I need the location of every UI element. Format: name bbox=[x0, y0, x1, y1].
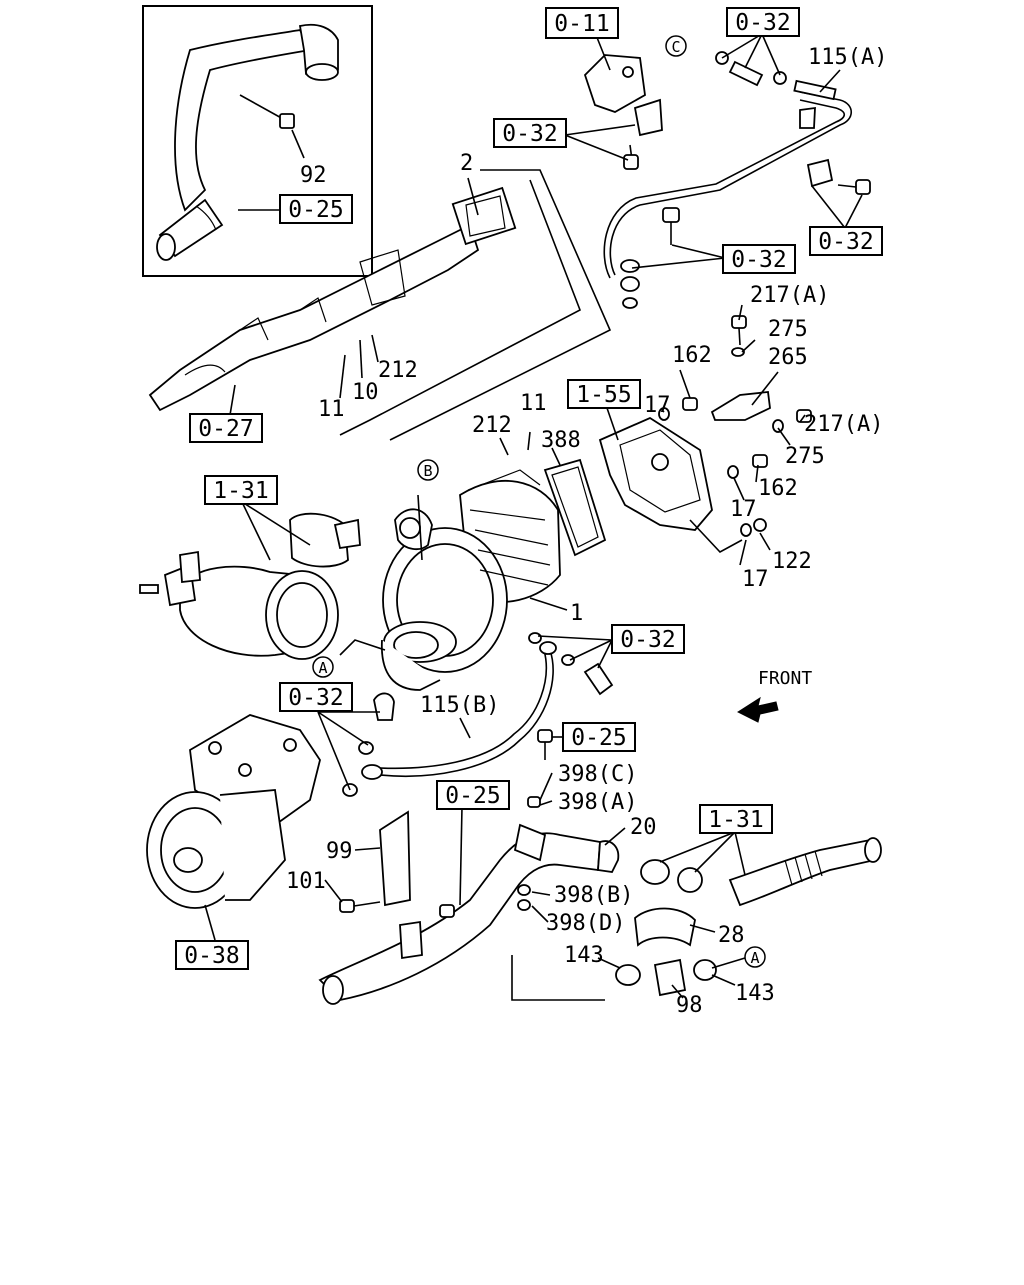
ref-box-1-31-right-text: 1-31 bbox=[708, 807, 763, 833]
ref-box-0-25-low[interactable]: 0-25 bbox=[436, 780, 510, 810]
label-115b: 115(B) bbox=[420, 693, 499, 718]
turbocharger bbox=[381, 469, 561, 691]
marker-c-text: C bbox=[671, 38, 680, 56]
marker-a-left: A bbox=[312, 656, 334, 678]
ref-box-0-32-left-text: 0-32 bbox=[502, 121, 557, 147]
ref-box-0-25-inset-text: 0-25 bbox=[288, 197, 343, 223]
ref-box-0-32-center-text: 0-32 bbox=[620, 627, 675, 653]
label-212-top: 212 bbox=[378, 358, 418, 383]
ref-box-0-32-left[interactable]: 0-32 bbox=[493, 118, 567, 148]
label-2: 2 bbox=[460, 151, 473, 176]
label-398c: 398(C) bbox=[558, 762, 637, 787]
ref-box-1-55[interactable]: 1-55 bbox=[567, 379, 641, 409]
heat-shield bbox=[543, 315, 812, 557]
label-92: 92 bbox=[300, 163, 327, 188]
label-398d: 398(D) bbox=[546, 911, 625, 936]
label-275-top: 275 bbox=[768, 317, 808, 342]
ref-box-0-27[interactable]: 0-27 bbox=[189, 413, 263, 443]
ref-box-1-31-right[interactable]: 1-31 bbox=[699, 804, 773, 834]
label-10: 10 bbox=[352, 380, 379, 405]
ref-box-0-32-right[interactable]: 0-32 bbox=[809, 226, 883, 256]
ref-box-0-11[interactable]: 0-11 bbox=[545, 7, 619, 39]
label-11-mid: 11 bbox=[520, 391, 547, 416]
pipe-115a bbox=[583, 51, 871, 309]
front-label: FRONT bbox=[758, 668, 812, 689]
label-217a-top: 217(A) bbox=[750, 283, 829, 308]
label-1: 1 bbox=[570, 601, 583, 626]
label-99: 99 bbox=[326, 839, 353, 864]
label-265: 265 bbox=[768, 345, 808, 370]
ref-box-0-38[interactable]: 0-38 bbox=[175, 940, 249, 970]
label-101: 101 bbox=[286, 869, 326, 894]
label-398a: 398(A) bbox=[558, 790, 637, 815]
part-labels: 115(A) 92 2 217(A) 275 162 265 17 217(A)… bbox=[286, 45, 887, 1018]
ref-box-0-32-top[interactable]: 0-32 bbox=[726, 7, 800, 37]
marker-a-right: A bbox=[744, 946, 766, 968]
marker-c: C bbox=[665, 35, 687, 57]
inset-frame bbox=[142, 5, 373, 277]
label-20: 20 bbox=[630, 815, 657, 840]
label-217a-right: 217(A) bbox=[804, 412, 883, 437]
label-162-mid: 162 bbox=[758, 476, 798, 501]
marker-a-right-text: A bbox=[750, 949, 759, 967]
ref-box-0-25-low-text: 0-25 bbox=[445, 783, 500, 809]
label-17-mid: 17 bbox=[730, 497, 757, 522]
label-11-left: 11 bbox=[318, 397, 345, 422]
label-115a: 115(A) bbox=[808, 45, 887, 70]
label-143-right: 143 bbox=[735, 981, 775, 1006]
intake-pipe-left bbox=[139, 512, 361, 660]
ref-box-0-38-text: 0-38 bbox=[184, 943, 239, 969]
ref-box-0-32-top-text: 0-32 bbox=[735, 10, 790, 36]
label-17-top: 17 bbox=[644, 393, 671, 418]
ref-box-1-55-text: 1-55 bbox=[576, 382, 631, 408]
marker-a-left-text: A bbox=[318, 659, 327, 677]
ref-box-1-31-left[interactable]: 1-31 bbox=[204, 475, 278, 505]
ref-box-0-32-lower[interactable]: 0-32 bbox=[279, 682, 353, 712]
ref-box-0-11-text: 0-11 bbox=[554, 11, 609, 37]
label-98: 98 bbox=[676, 993, 703, 1018]
label-28: 28 bbox=[718, 923, 745, 948]
leader-lines bbox=[204, 33, 863, 999]
label-388: 388 bbox=[541, 428, 581, 453]
label-398b: 398(B) bbox=[554, 883, 633, 908]
marker-b: B bbox=[417, 459, 439, 481]
front-direction-arrow bbox=[736, 696, 779, 723]
ref-box-0-32-center[interactable]: 0-32 bbox=[611, 624, 685, 654]
label-143-left: 143 bbox=[564, 943, 604, 968]
label-212-mid: 212 bbox=[472, 413, 512, 438]
label-17-low: 17 bbox=[742, 567, 769, 592]
ref-box-0-25-inset[interactable]: 0-25 bbox=[279, 194, 353, 224]
ref-box-1-31-left-text: 1-31 bbox=[213, 478, 268, 504]
marker-b-text: B bbox=[423, 462, 432, 480]
label-122: 122 bbox=[772, 549, 812, 574]
ref-box-0-32-mid-text: 0-32 bbox=[731, 247, 786, 273]
ref-box-0-32-mid[interactable]: 0-32 bbox=[722, 244, 796, 274]
pipe-115b bbox=[342, 632, 614, 797]
ref-box-0-32-right-text: 0-32 bbox=[818, 229, 873, 255]
ref-box-0-25-mid-text: 0-25 bbox=[571, 725, 626, 751]
ref-box-0-32-lower-text: 0-32 bbox=[288, 685, 343, 711]
lower-pipes bbox=[318, 729, 882, 1005]
label-162-top: 162 bbox=[672, 343, 712, 368]
exhaust-manifold bbox=[148, 169, 612, 441]
air-compressor bbox=[146, 714, 321, 909]
label-275-right: 275 bbox=[785, 444, 825, 469]
ref-box-0-25-mid[interactable]: 0-25 bbox=[562, 722, 636, 752]
ref-box-0-27-text: 0-27 bbox=[198, 416, 253, 442]
